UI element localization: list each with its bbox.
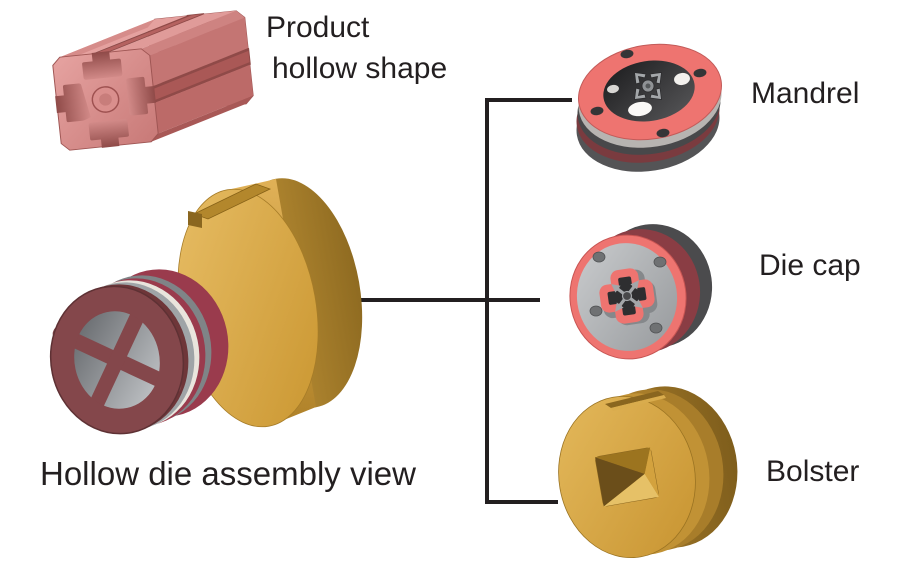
mandrel-bolt-holes	[590, 49, 707, 138]
connector-lines	[347, 98, 572, 504]
product-hollow-shape-label: Product hollow shape	[266, 7, 447, 89]
mandrel-label: Mandrel	[751, 77, 860, 110]
product-label-line2: hollow shape	[272, 52, 448, 85]
die-cap-bolt-holes	[589, 251, 667, 334]
assembly-view-label: Hollow die assembly view	[40, 455, 416, 492]
die-cap-aperture-cross	[611, 280, 643, 312]
mandrel-illustration	[576, 43, 722, 172]
bolster-illustration	[558, 386, 738, 559]
product-hollow-shape-illustration	[50, 8, 256, 153]
die-cap-label: Die cap	[759, 249, 861, 282]
product-label-line1: Product	[266, 11, 370, 44]
bolster-label: Bolster	[766, 455, 860, 488]
mandrel-core-cross	[634, 72, 662, 100]
hollow-die-assembly-illustration	[49, 178, 363, 435]
bolster-square-bore	[595, 447, 659, 507]
die-cap-illustration	[569, 224, 713, 360]
